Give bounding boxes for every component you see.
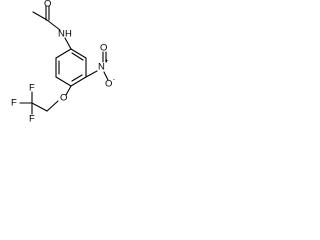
ring-bond-6 <box>55 48 72 59</box>
atom-n-amide: N <box>58 29 65 40</box>
atom-o-ether: O <box>60 93 67 104</box>
bond-ring-ether <box>65 85 72 96</box>
bond-nitrogen-ring <box>64 37 72 50</box>
atom-o-nitro-single: O <box>105 79 112 90</box>
atom-h-amide: H <box>65 29 72 40</box>
chemical-structure: O N H N + O O - O F F F <box>11 0 115 125</box>
bond-ring-nitro <box>85 70 98 78</box>
atom-f3: F <box>29 114 35 125</box>
ring-bond-3 <box>70 76 87 87</box>
bond-nitro-o-single <box>103 71 109 81</box>
ring-double-bond-2 <box>71 74 83 82</box>
atom-n-nitro: N <box>98 62 105 73</box>
atom-o-carbonyl: O <box>44 0 51 10</box>
atom-f1: F <box>29 83 35 94</box>
atom-f2: F <box>11 98 17 109</box>
bond-carbonyl-nitrogen <box>46 19 61 31</box>
bond-ch2-cf3 <box>31 102 48 112</box>
charge-nitro-positive: + <box>105 59 109 65</box>
charge-nitro-negative: - <box>113 77 115 83</box>
ring-double-bond-1 <box>71 52 84 61</box>
ring-bond-1 <box>70 48 87 59</box>
ring-bond-4 <box>55 76 72 87</box>
atom-o-nitro-double: O <box>100 43 107 54</box>
bond-ether-ch2 <box>46 100 59 112</box>
bond-methyl-carbonyl <box>32 11 48 21</box>
